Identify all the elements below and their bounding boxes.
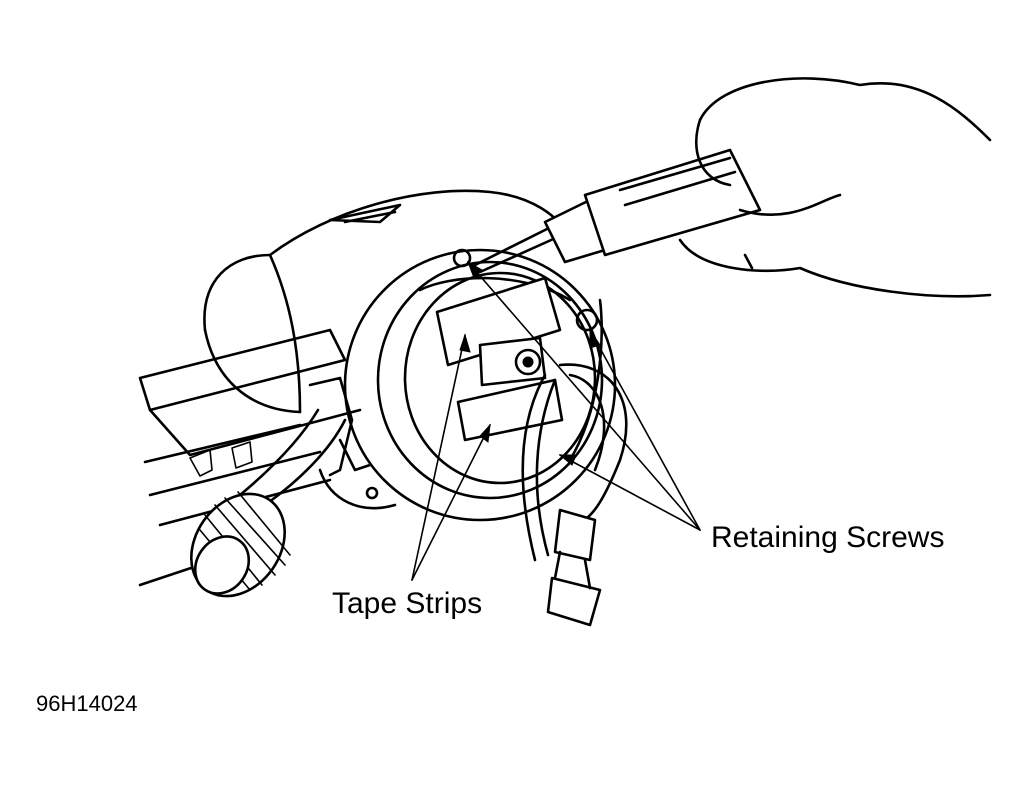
lock-housing	[318, 438, 397, 510]
column-shroud	[203, 189, 572, 414]
retaining-screws-label: Retaining Screws	[711, 521, 945, 554]
retaining-screws-leaders	[467, 260, 701, 531]
hand-with-screwdriver	[473, 77, 992, 298]
turn-signal-lever	[190, 376, 354, 598]
figure-id: 96H14024	[36, 691, 138, 716]
wiring-harness	[521, 363, 628, 627]
tape-strips-leaders	[411, 333, 491, 581]
tape-strips-label: Tape Strips	[332, 587, 483, 620]
